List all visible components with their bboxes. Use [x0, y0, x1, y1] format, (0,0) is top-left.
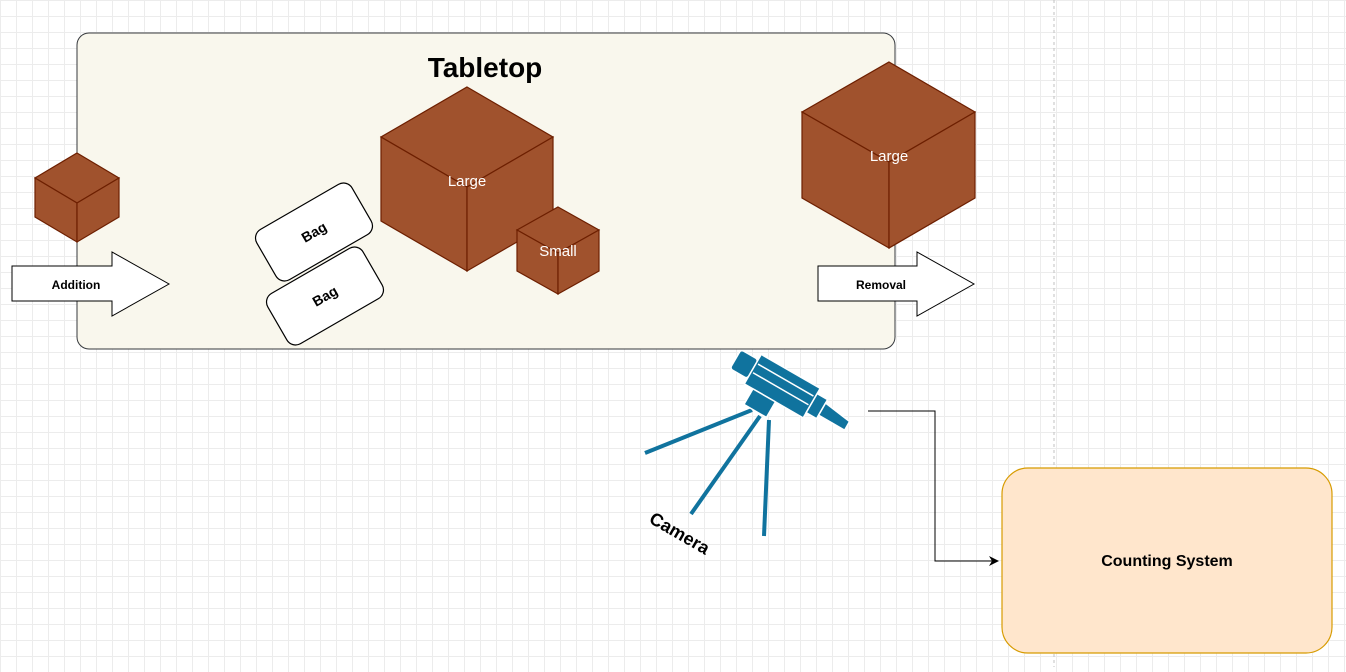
camera-label: Camera: [646, 508, 714, 559]
counting-system-box[interactable]: Counting System: [1001, 467, 1333, 654]
camera-fov-line-middle: [689, 414, 762, 516]
cube-small-right: [557, 228, 600, 296]
tabletop-label: Tabletop: [428, 52, 543, 83]
cube-small[interactable]: Small: [515, 206, 601, 296]
camera-fov-line-left: [644, 408, 753, 455]
addition-arrow[interactable]: Addition: [11, 251, 171, 317]
camera-fov-line-right: [762, 419, 771, 537]
bag-upper[interactable]: Bag: [252, 179, 376, 284]
cube-right-face: [76, 176, 120, 244]
counting-system-rect[interactable]: [1001, 467, 1333, 654]
camera-icon[interactable]: Camera: [644, 344, 857, 559]
bag-lower[interactable]: Bag: [263, 243, 387, 348]
cube-large-right-right: [888, 110, 976, 250]
addition-arrow-label: Addition: [52, 278, 101, 292]
removal-arrow-shape[interactable]: [817, 251, 976, 317]
counting-system-label: Counting System: [1101, 553, 1233, 570]
cube-large-center[interactable]: Large: [379, 86, 555, 273]
removal-arrow-label: Removal: [856, 278, 906, 292]
addition-arrow-shape[interactable]: [11, 251, 171, 317]
cube-large-right-label: Large: [870, 148, 908, 165]
removal-arrow[interactable]: Removal: [817, 251, 976, 317]
cube-entering[interactable]: [33, 152, 121, 244]
cube-small-label: Small: [539, 243, 577, 260]
bag-lower-shape[interactable]: [263, 243, 387, 348]
bag-upper-shape[interactable]: [252, 179, 376, 284]
camera-to-counting-connector[interactable]: [868, 410, 999, 566]
cube-large-right[interactable]: Large: [800, 61, 977, 250]
cube-large-center-label: Large: [448, 173, 486, 190]
camera-body: [730, 349, 851, 432]
